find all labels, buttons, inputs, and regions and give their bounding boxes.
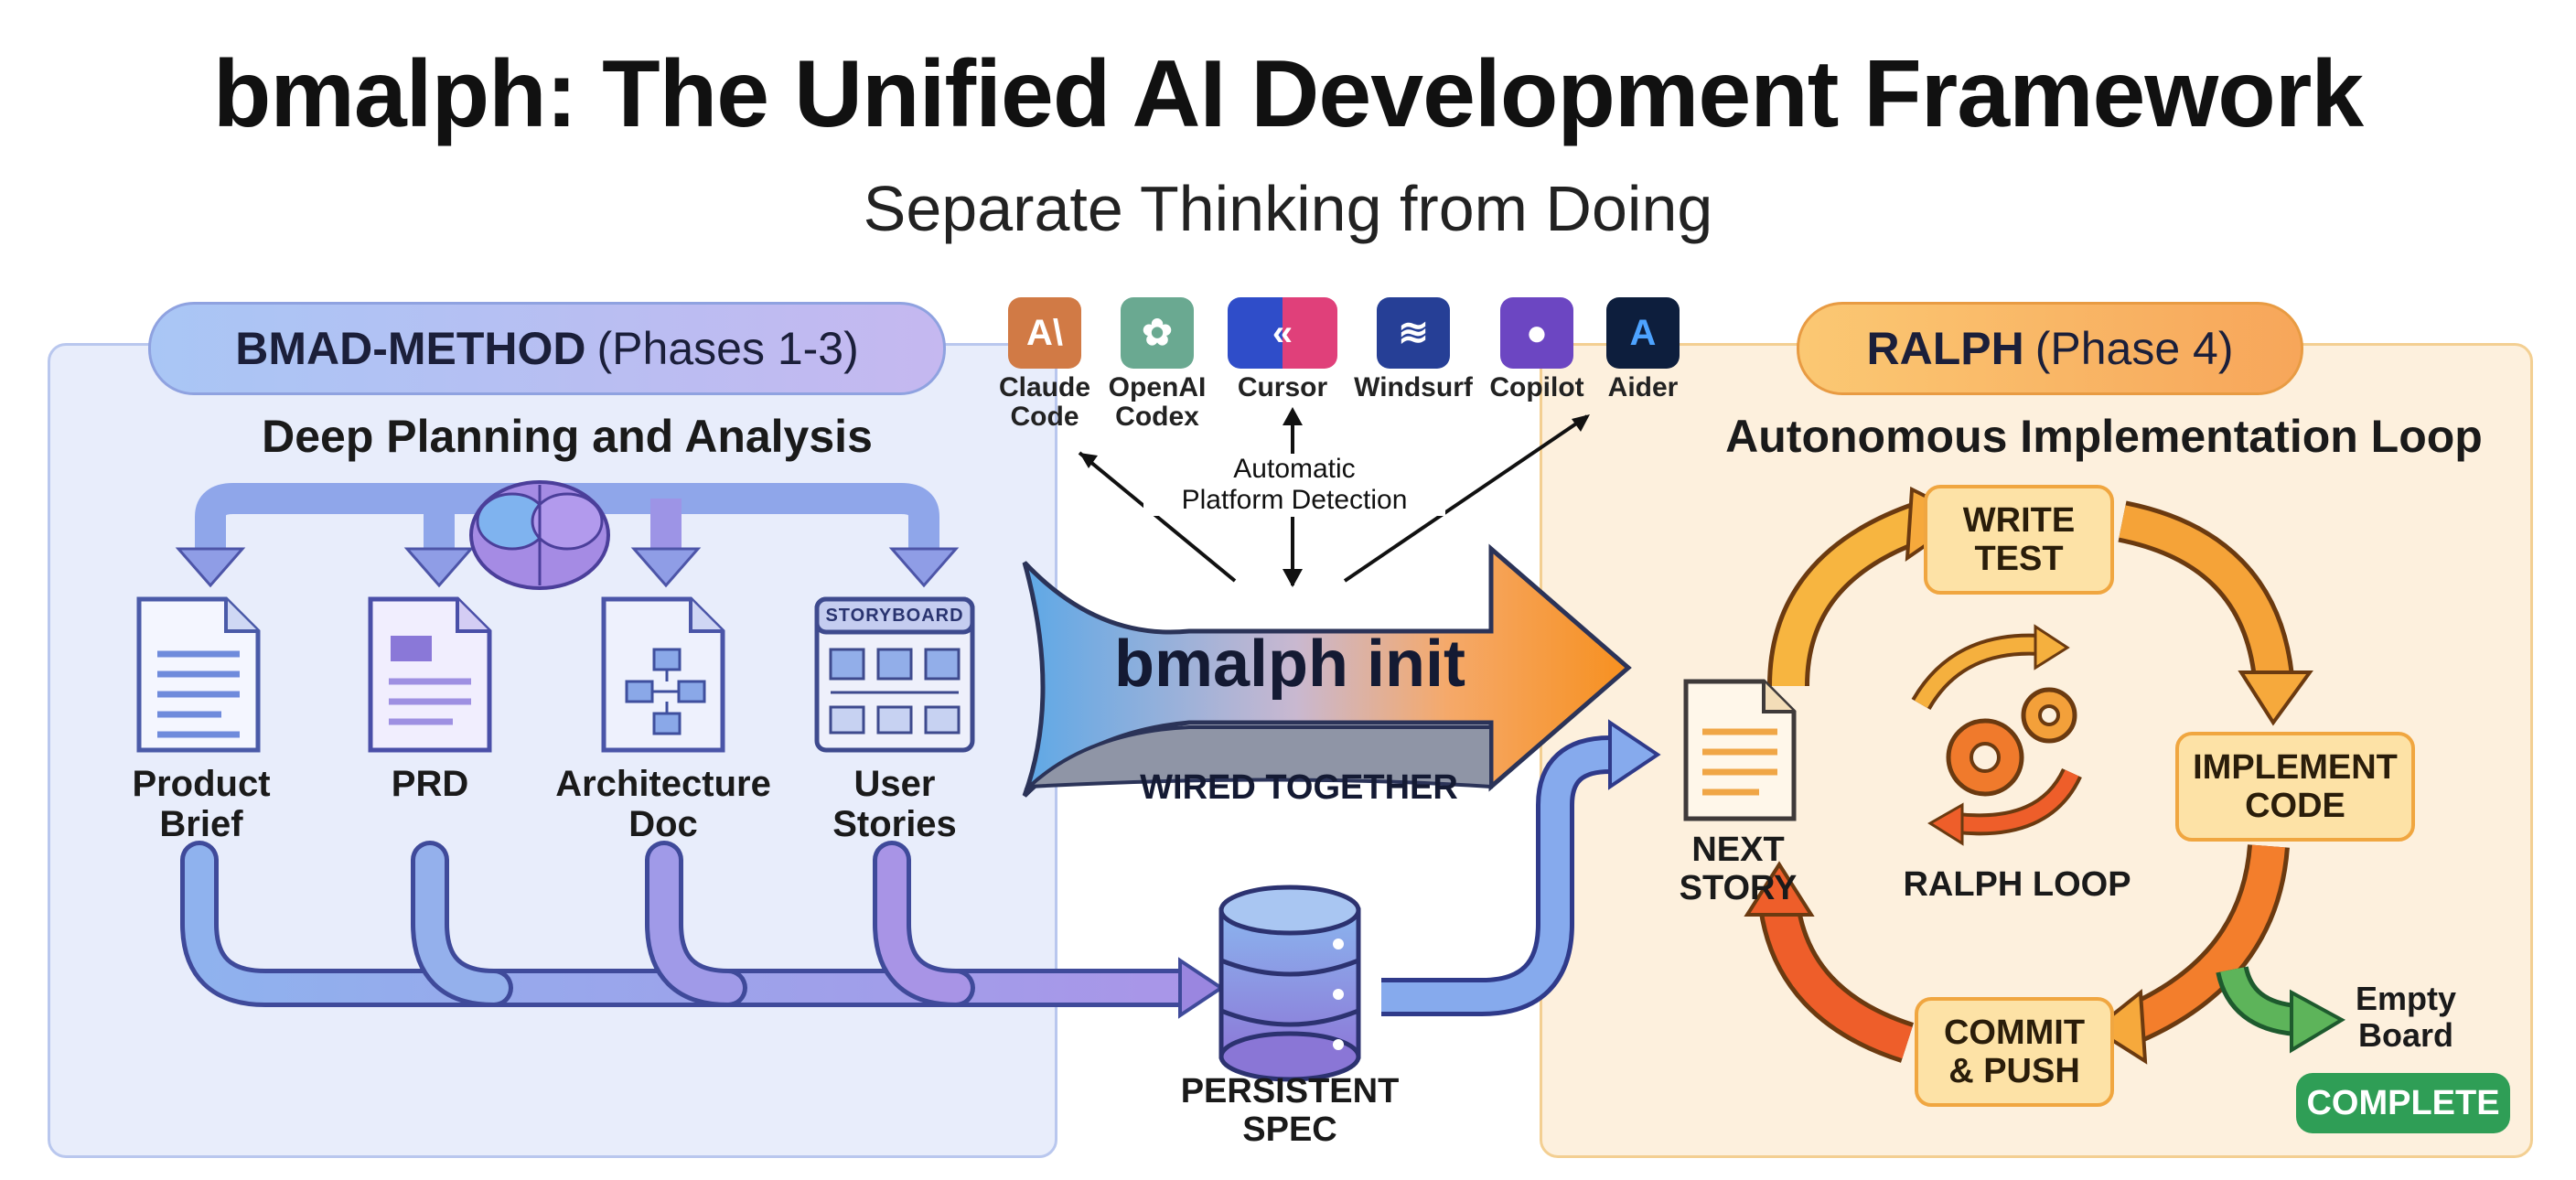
step-line: & PUSH	[1948, 1052, 2080, 1090]
doc-label-line: User	[853, 764, 936, 804]
prd-icon	[368, 596, 492, 753]
bmad-heading: Deep Planning and Analysis	[262, 411, 873, 462]
platform-label-line: OpenAI	[1108, 372, 1207, 402]
doc-label-line: Stories	[832, 804, 957, 844]
doc-to-spec-arrows	[180, 841, 1208, 1007]
next-story-line: STORY	[1679, 869, 1798, 907]
windsurf-icon: ≋	[1377, 297, 1450, 369]
next-story-label: NEXT STORY	[1647, 831, 1830, 907]
step-line: IMPLEMENT	[2193, 748, 2398, 787]
spec-label-line: PERSISTENT	[1180, 1072, 1400, 1110]
step-line: TEST	[1974, 540, 2064, 578]
storyboard-header-text: STORYBOARD	[825, 606, 964, 626]
copilot-icon: ●	[1500, 297, 1573, 369]
spec-label-line: SPEC	[1242, 1110, 1337, 1149]
platform-label-aider: Aider	[1607, 372, 1679, 402]
spec-arrowhead	[1178, 957, 1225, 1019]
database-icon	[1218, 885, 1361, 1082]
platform-label-line: Codex	[1115, 402, 1199, 432]
flowchart-document-icon	[601, 596, 725, 753]
empty-board-line: Board	[2357, 1016, 2453, 1054]
wired-together-label: WIRED TOGETHER	[1140, 768, 1458, 807]
platform-label-cursor: Cursor	[1237, 372, 1328, 402]
claude-code-icon: A\	[1008, 297, 1081, 369]
step-commit-push: COMMIT& PUSH	[1915, 997, 2114, 1107]
next-story-line: NEXT	[1691, 831, 1785, 869]
aider-icon: A	[1606, 297, 1680, 369]
openai-codex-icon: ✿	[1121, 297, 1194, 369]
bmalph-init-label: bmalph init	[1114, 628, 1465, 701]
brain-icon	[469, 480, 610, 590]
ralph-loop-arrows	[1758, 500, 2294, 1063]
gears-icon	[1911, 624, 2082, 846]
page-title: bmalph: The Unified AI Development Frame…	[212, 41, 2364, 147]
bmad-pill-title: BMAD-METHOD	[235, 323, 586, 374]
doc-label-line: Architecture	[555, 764, 771, 804]
doc-label-line: PRD	[391, 764, 469, 804]
ralph-pill-phase: (Phase 4)	[2034, 323, 2234, 374]
detection-line: Automatic	[1233, 454, 1356, 484]
storyboard-icon	[814, 596, 975, 753]
doc-label-line: Product	[132, 764, 271, 804]
empty-board-line: Empty	[2355, 980, 2457, 1017]
ralph-loop-label: RALPH LOOP	[1903, 865, 2131, 904]
step-line: COMMIT	[1943, 1014, 2086, 1052]
detection-line: Platform Detection	[1181, 485, 1408, 515]
platform-label-copilot: Copilot	[1489, 372, 1584, 402]
platform-label-line: Code	[1010, 402, 1079, 432]
bmad-pill-phases: (Phases 1-3)	[596, 323, 859, 374]
ralph-pill: RALPH (Phase 4)	[1797, 302, 2303, 395]
persistent-spec-label: PERSISTENT SPEC	[1143, 1072, 1436, 1149]
platform-label-line: Claude	[998, 372, 1091, 402]
step-line: WRITE	[1962, 501, 2076, 540]
doc-label-line: Doc	[628, 804, 698, 844]
platform-detection-label: Automatic Platform Detection	[1143, 454, 1445, 516]
page-subtitle: Separate Thinking from Doing	[863, 173, 1713, 244]
ralph-heading: Autonomous Implementation Loop	[1725, 411, 2483, 462]
next-story-document-icon	[1683, 679, 1797, 821]
empty-board-label: Empty Board	[2324, 981, 2488, 1054]
doc-label-prd: PRD	[329, 764, 531, 804]
document-icon	[136, 596, 261, 753]
bmalph-init-arrow	[1022, 543, 1632, 798]
bmad-method-pill: BMAD-METHOD (Phases 1-3)	[148, 302, 946, 395]
step-line: CODE	[2245, 787, 2345, 825]
cursor-icon: «	[1228, 297, 1337, 369]
platform-label-windsurf: Windsurf	[1354, 372, 1473, 402]
ralph-pill-title: RALPH	[1866, 323, 2024, 374]
branch-arrowheads	[175, 547, 960, 588]
complete-badge: COMPLETE	[2296, 1073, 2510, 1133]
doc-label-line: Brief	[159, 804, 243, 844]
